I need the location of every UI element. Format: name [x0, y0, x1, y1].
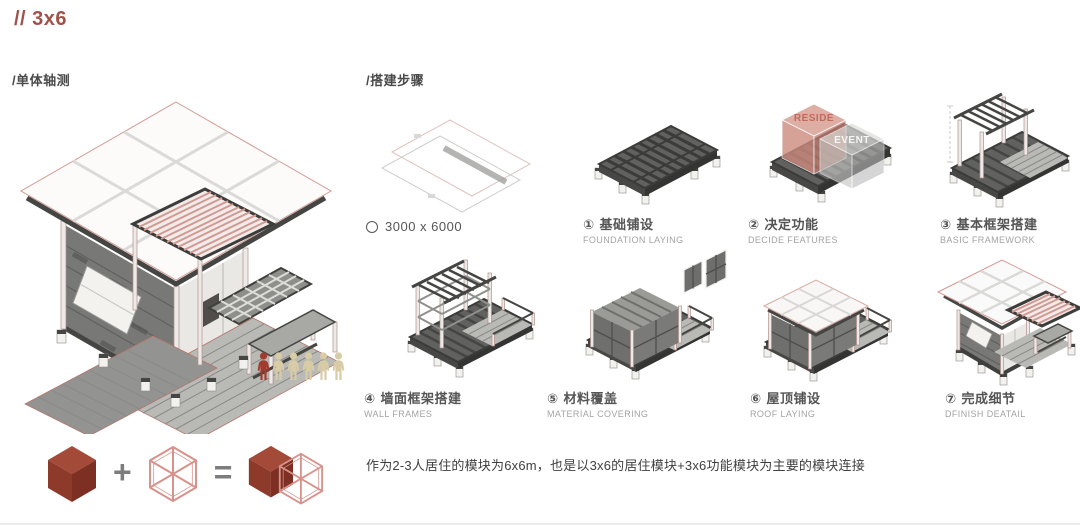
plan-size-label: 3000 x 6000: [366, 219, 462, 234]
page-title: // 3x6: [14, 8, 68, 30]
step3-framework-illustration: [947, 92, 1071, 208]
person-icon: [302, 352, 315, 380]
lattice-railing: [206, 266, 314, 326]
step5-material-covering-illustration: [585, 249, 727, 380]
event-label: EVENT: [834, 135, 870, 146]
reside-label: RESIDE: [794, 113, 834, 124]
step2-decide-features-illustration: RESIDE EVENT: [769, 103, 893, 203]
axon-section-heading: /单体轴测: [12, 73, 71, 88]
person-icon-highlight: [257, 352, 270, 380]
footings: [56, 329, 249, 408]
wireframe-cube-icon: [148, 445, 197, 503]
plus-sign: +: [113, 454, 132, 490]
module-formula: + =: [46, 442, 329, 506]
person-icon: [272, 352, 285, 380]
awning: [129, 187, 277, 366]
roof: [19, 101, 333, 287]
step1-foundation-illustration: [594, 124, 721, 205]
occupancy-people-icons: [257, 352, 345, 381]
footer-note: 作为2-3人居住的模块为6x6m，也是以3x6的居住模块+3x6功能模块为主要的…: [366, 458, 865, 473]
equals-sign: =: [213, 454, 233, 490]
ramp: [24, 335, 218, 434]
plan-outline-illustration: [380, 119, 532, 213]
step6-roof-laying-illustration: [762, 279, 892, 382]
circle-icon: [366, 220, 378, 233]
step7-finish-detail-illustration: [936, 259, 1080, 386]
steps-section-heading: /搭建步骤: [366, 73, 425, 88]
person-icon: [317, 352, 330, 380]
pavilion-axonometric-illustration: [19, 101, 340, 434]
person-icon: [287, 352, 300, 380]
combined-modules-icon: [249, 445, 324, 505]
solid-cube-icon: [48, 446, 96, 502]
step4-wall-frames-illustration: [407, 259, 535, 378]
person-icon: [332, 352, 345, 380]
